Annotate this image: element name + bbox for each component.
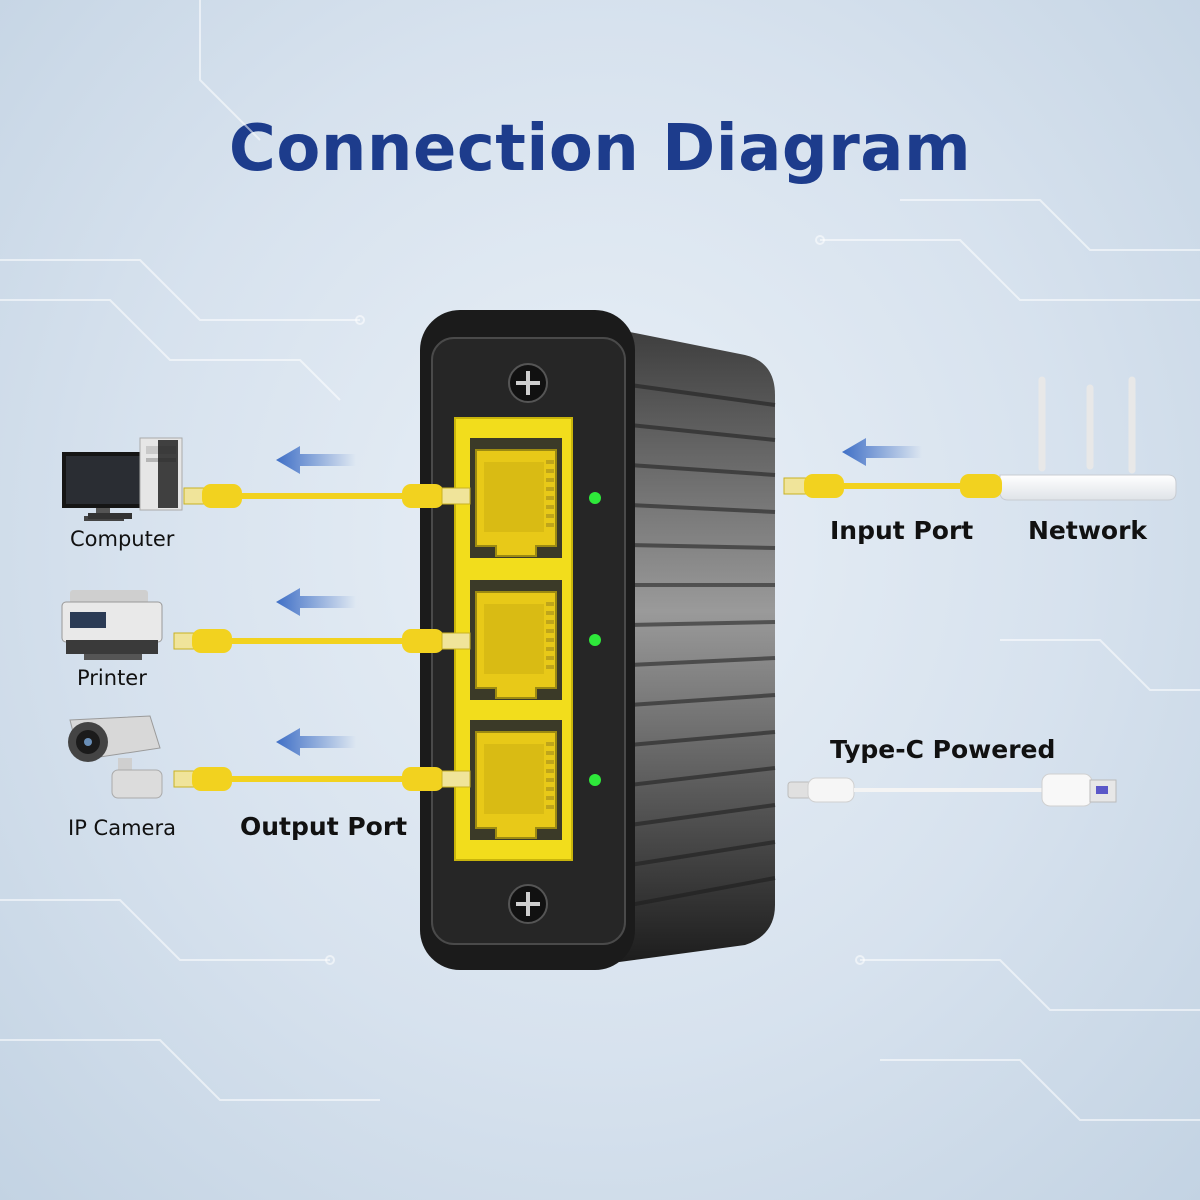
network-label: Network (1028, 516, 1148, 545)
cable-computer (183, 484, 471, 508)
status-led-2 (589, 634, 601, 646)
arrow-left-icon (276, 446, 356, 474)
rj45-ports (470, 438, 601, 840)
cable-ip-camera (173, 767, 471, 791)
arrow-left-icon (276, 588, 356, 616)
direction-arrows (276, 438, 922, 756)
router-icon (999, 376, 1177, 501)
status-led-1 (589, 492, 601, 504)
type-c-powered-label: Type-C Powered (830, 735, 1056, 764)
page-title: Connection Diagram (228, 112, 972, 186)
output-port-label: Output Port (240, 812, 408, 841)
computer-label: Computer (70, 527, 175, 551)
printer-label: Printer (77, 666, 147, 690)
input-port-label: Input Port (830, 516, 974, 545)
input-cable (783, 474, 1002, 498)
arrow-left-icon (842, 438, 922, 466)
circuit-background (0, 0, 1200, 1120)
cable-printer (173, 629, 471, 653)
computer-icon (62, 437, 183, 521)
ip-camera-label: IP Camera (68, 816, 176, 840)
rj45-port-2 (470, 580, 562, 700)
rj45-port-1 (470, 438, 562, 558)
printer-icon (61, 590, 163, 660)
ethernet-cables (173, 484, 471, 791)
screw-bottom-icon (508, 884, 548, 924)
screw-top-icon (508, 363, 548, 403)
rj45-port-3 (470, 720, 562, 840)
usb-cable (787, 773, 1117, 807)
arrow-left-icon (276, 728, 356, 756)
status-led-3 (589, 774, 601, 786)
heat-sink-ribs (629, 383, 776, 907)
ip-camera-icon (68, 715, 163, 799)
